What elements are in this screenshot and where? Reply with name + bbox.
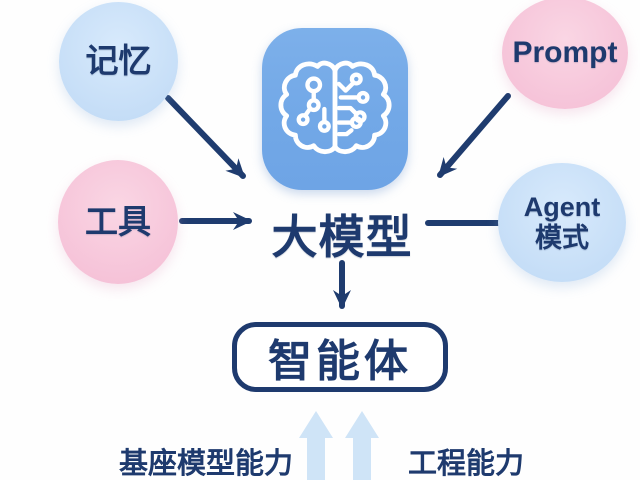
prompt-node: Prompt (502, 0, 628, 109)
capability-up-arrow-left (299, 411, 333, 480)
llm-node (262, 28, 408, 190)
memory-node: 记忆 (59, 2, 178, 121)
caption-engineering-ability: 工程能力 (408, 448, 525, 480)
capability-up-arrow-right (345, 411, 379, 480)
agent-box-label: 智能体 (268, 337, 412, 386)
brain-circuit-icon (278, 60, 392, 155)
agent-mode-node: Agent 模式 (498, 163, 626, 282)
tools-label: 工具 (85, 202, 151, 240)
agent-mode-label-line2: 模式 (535, 222, 589, 253)
agent-mode-label-line1: Agent (523, 192, 601, 223)
memory-label: 记忆 (85, 42, 152, 80)
caption-base-model-ability: 基座模型能力 (119, 448, 294, 480)
prompt-label: Prompt (512, 36, 618, 70)
agent-box: 智能体 (232, 322, 448, 392)
tools-node: 工具 (58, 160, 178, 284)
llm-label: 大模型 (271, 211, 413, 263)
arrow-memory-to-llm (165, 95, 246, 179)
arrow-prompt-to-llm (437, 93, 511, 178)
agent-mode-label: Agent 模式 (524, 192, 601, 252)
